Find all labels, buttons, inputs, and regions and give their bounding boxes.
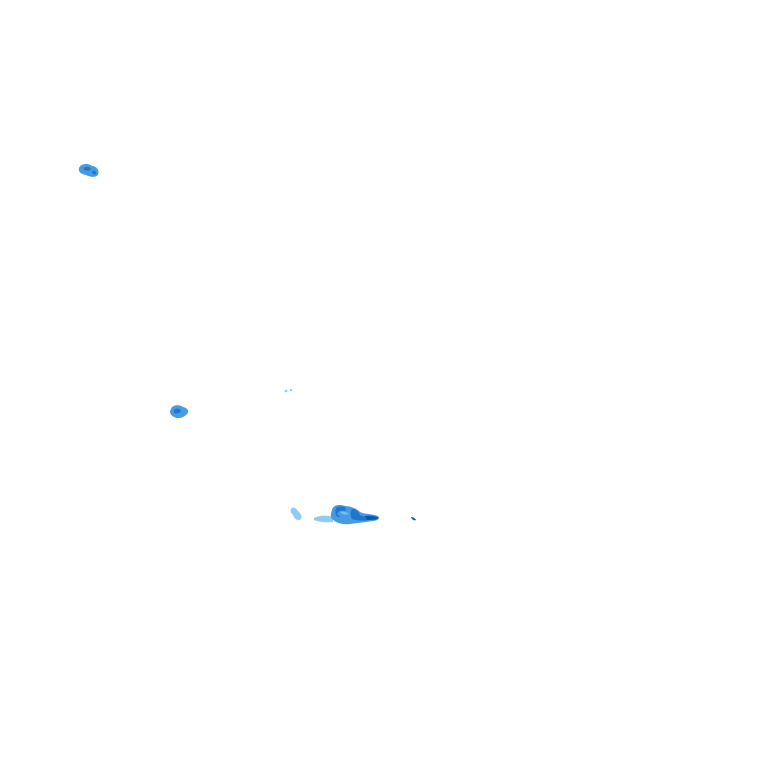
echo-intense <box>365 515 379 520</box>
echo-light <box>340 511 349 515</box>
echo-heavy <box>335 506 346 518</box>
echo-cell-south-east-speck <box>411 517 416 521</box>
echo-cell-south-band <box>314 505 379 525</box>
echo-light <box>314 515 333 523</box>
echo-heavy <box>84 166 91 171</box>
echo-light <box>289 388 293 392</box>
echo-cell-west <box>170 405 189 419</box>
echo-intense <box>411 517 416 521</box>
echo-light <box>284 389 288 393</box>
echo-light <box>290 507 302 521</box>
echo-heavy <box>92 170 97 175</box>
echo-cell-south-fragment <box>290 507 302 521</box>
echo-cell-speck <box>284 388 293 393</box>
echo-heavy <box>174 408 181 414</box>
echo-cell-northwest <box>78 163 99 177</box>
